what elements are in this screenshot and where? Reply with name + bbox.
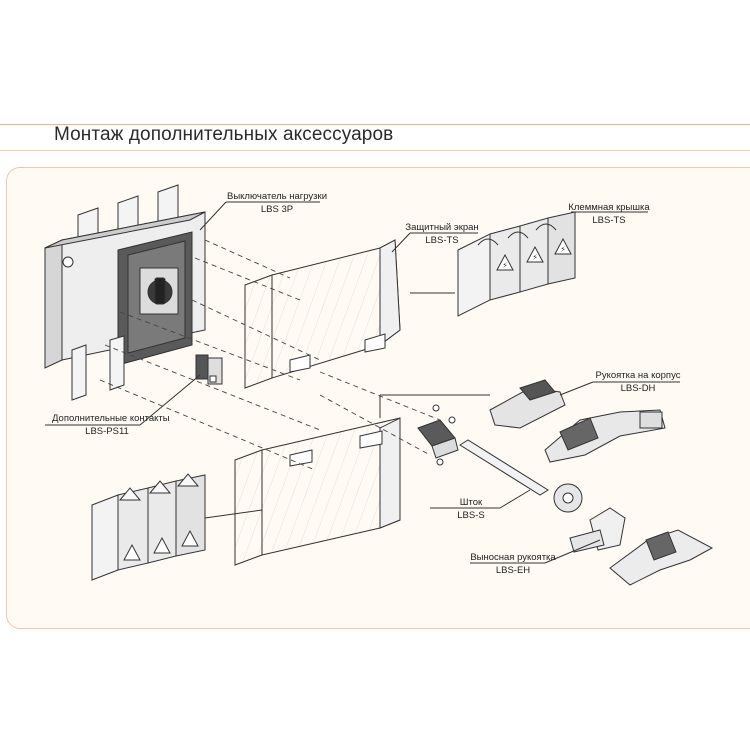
callout-terminal-name: Клеммная крышка (568, 202, 650, 213)
callout-switch: Выключатель нагрузки LBS 3P (222, 191, 332, 215)
callout-switch-name: Выключатель нагрузки (227, 191, 327, 202)
callout-shield-code: LBS-TS (425, 235, 459, 246)
aux-contacts (195, 354, 223, 385)
svg-text:⚡: ⚡ (560, 245, 566, 254)
callout-ext-handle-name: Выносная рукоятка (470, 552, 556, 563)
terminal-covers-lower (91, 473, 206, 581)
callout-aux: Дополнительные контакты LBS-PS11 (52, 413, 170, 437)
callout-shield-name: Защитный экран (405, 222, 479, 233)
shield-upper (244, 239, 401, 389)
callout-aux-name: Дополнительные контакты (52, 413, 170, 424)
body-handle (489, 379, 666, 463)
callout-terminal-code: LBS-TS (592, 215, 626, 226)
shaft-assembly (417, 404, 549, 496)
callout-handle-body: Рукоятка на корпус LBS-DH (590, 370, 686, 394)
top-rule (0, 124, 750, 125)
title-rule (0, 150, 750, 151)
svg-text:⚡: ⚡ (532, 253, 538, 262)
callout-shaft-code: LBS-S (457, 510, 485, 521)
page-title: Монтаж дополнительных аксессуаров (54, 124, 394, 145)
callout-ext-handle-code: LBS-EH (495, 565, 531, 576)
callout-shaft-name: Шток (459, 497, 483, 508)
callout-handle-body-name: Рукоятка на корпус (595, 370, 681, 381)
callout-handle-body-code: LBS-DH (620, 383, 656, 394)
callout-leaders (45, 201, 680, 564)
svg-text:⚡: ⚡ (502, 261, 508, 270)
callout-ext-handle: Выносная рукоятка LBS-EH (468, 552, 558, 576)
callout-shaft: Шток LBS-S (436, 497, 506, 521)
callout-terminal: Клеммная крышка LBS-TS (564, 202, 654, 226)
external-handle (553, 483, 714, 586)
load-break-switch (44, 184, 206, 401)
shield-lower (234, 417, 401, 566)
callout-shield: Защитный экран LBS-TS (400, 222, 484, 246)
callout-aux-code: LBS-PS11 (85, 426, 129, 437)
terminal-covers-upper: ⚡ ⚡ ⚡ (457, 211, 576, 317)
callout-switch-code: LBS 3P (260, 204, 294, 215)
